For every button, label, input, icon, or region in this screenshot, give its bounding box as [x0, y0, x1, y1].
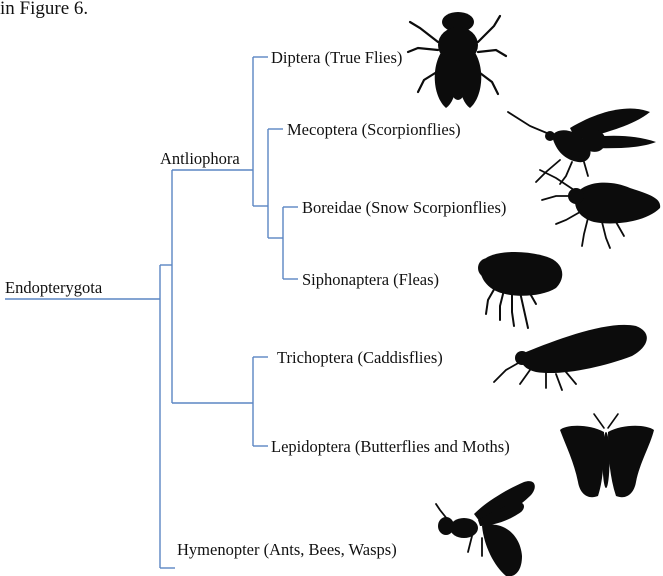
taxon-label-hymenoptera: Hymenopter (Ants, Bees, Wasps): [177, 540, 397, 559]
taxon-label-boreidae: Boreidae (Snow Scorpionflies): [302, 198, 506, 217]
caddisfly-icon: [494, 325, 647, 390]
butterfly-icon: [560, 414, 654, 497]
figure-caption-fragment: in Figure 6.: [0, 0, 88, 19]
taxon-label-trichoptera: Trichoptera (Caddisflies): [277, 348, 443, 367]
flea-icon: [478, 252, 562, 328]
taxon-label-lepidoptera: Lepidoptera (Butterflies and Moths): [271, 437, 510, 456]
node-label-endopterygota: Endopterygota: [5, 278, 103, 297]
scorpionfly-icon: [508, 109, 656, 184]
fly-icon: [408, 12, 506, 108]
node-label-antliophora: Antliophora: [160, 149, 240, 168]
wasp-icon: [436, 481, 535, 576]
taxon-label-siphonaptera: Siphonaptera (Fleas): [302, 270, 439, 289]
tree-branches: [5, 57, 298, 568]
taxon-label-diptera: Diptera (True Flies): [271, 48, 402, 67]
taxon-label-mecoptera: Mecoptera (Scorpionflies): [287, 120, 461, 139]
snow-scorpionfly-icon: [540, 170, 660, 248]
